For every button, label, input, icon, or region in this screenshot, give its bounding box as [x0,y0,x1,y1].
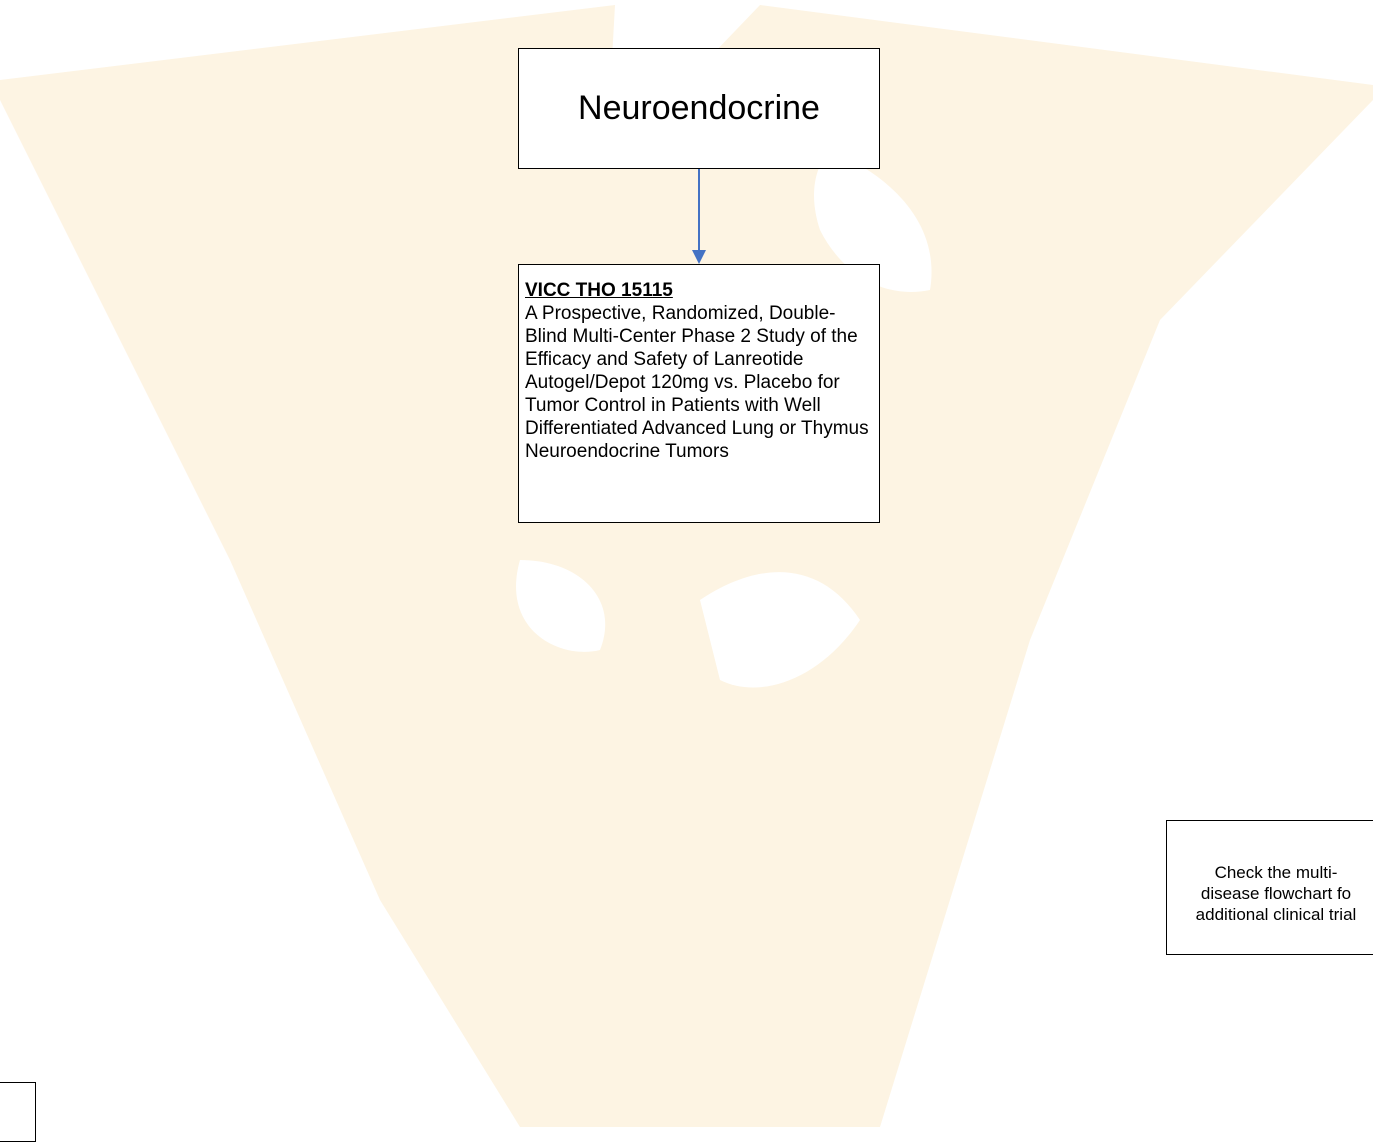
trial-id: VICC THO 15115 [525,280,673,301]
note-text: Check the multi- disease flowchart fo ad… [1195,863,1357,924]
multi-disease-note: Check the multi- disease flowchart fo ad… [1166,820,1373,955]
root-label: Neuroendocrine [578,89,820,127]
root-node: Neuroendocrine [518,48,880,169]
corner-box [0,1082,36,1142]
trial-node: VICC THO 15115 A Prospective, Randomized… [518,264,880,523]
trial-title: A Prospective, Randomized, Double-Blind … [525,303,869,462]
